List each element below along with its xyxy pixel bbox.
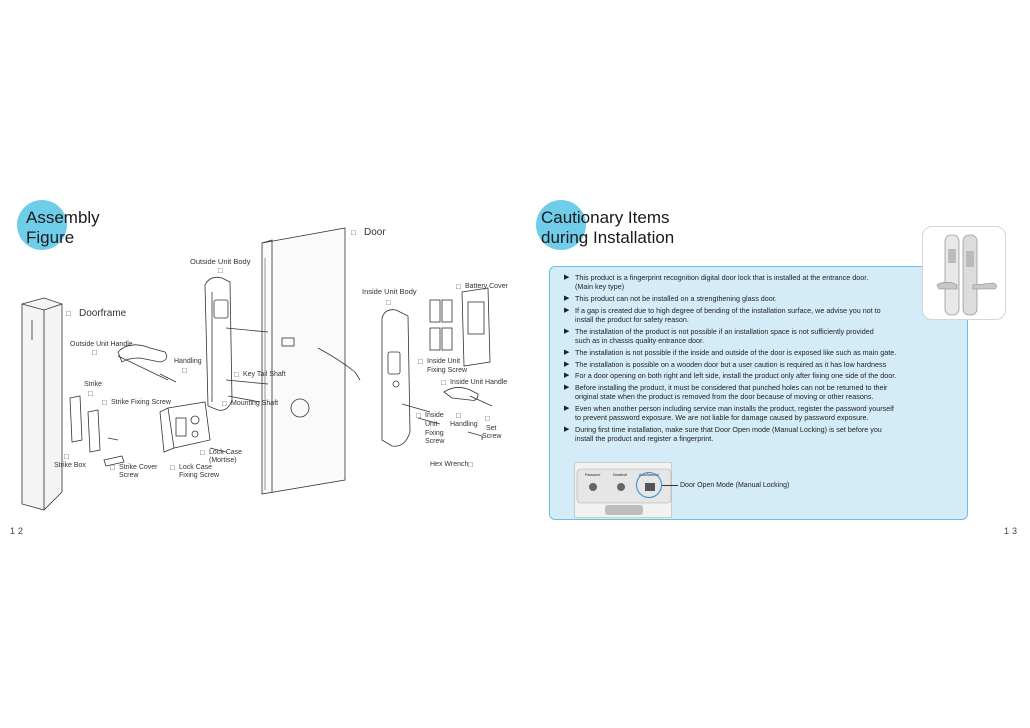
caution-item: ▶During first time installation, make su…	[564, 425, 882, 444]
outside-handle-drawing	[117, 344, 177, 383]
strike-marker: □	[88, 389, 93, 398]
label-lock-case-fixing-screw-1: Lock Case	[179, 464, 213, 471]
label-inside-fixing-4: Screw	[425, 438, 445, 445]
label-outside-unit-body: Outside Unit Body	[190, 257, 251, 266]
label-strike-fixing-screw: Strike Fixing Screw	[111, 399, 171, 406]
cable-drawing	[317, 347, 361, 381]
label-inside-unit-body: Inside Unit Body	[362, 287, 417, 296]
label-handling-left: Handling	[174, 358, 202, 365]
assembly-title-line2: Figure	[26, 228, 75, 247]
label-inside-unit-handle: Inside Unit Handle	[450, 379, 508, 386]
battery-cover-marker: □	[456, 282, 461, 291]
door-open-mode-highlight-circle	[636, 472, 662, 498]
inside-fixing-marker: □	[416, 411, 421, 420]
lock-case-fixing-screw-marker: □	[170, 463, 175, 472]
set-screw-marker: □	[485, 414, 490, 423]
lock-case-drawing	[159, 401, 211, 453]
label-mounting-shaft: Mounting Shaft	[231, 400, 279, 407]
door-marker: □	[351, 228, 356, 237]
label-hex-wrench: Hex Wrench	[430, 461, 469, 468]
label-strike-cover-screw-2: Screw	[119, 472, 139, 479]
cautionary-title-line1: Cautionary Items	[541, 208, 670, 227]
label-strike-cover-screw-1: Strike Cover	[119, 464, 158, 471]
inside-handle-drawing	[443, 387, 493, 407]
panel-label-password: Password	[585, 473, 601, 477]
battery-cover-drawing	[429, 287, 491, 367]
inside-unit-body-marker: □	[386, 298, 391, 307]
outside-unit-handle-marker: □	[92, 348, 97, 357]
strike-drawing	[69, 395, 119, 453]
door-lock-illustration	[936, 234, 997, 316]
handling-right-marker: □	[456, 411, 461, 420]
label-inside-unit-fixing-screw-1: Inside Unit	[427, 358, 461, 365]
door-open-mode-label: Door Open Mode (Manual Locking)	[680, 482, 790, 489]
label-battery-cover: Battery Cover	[465, 283, 508, 290]
caution-item: ▶The installation of the product is not …	[564, 326, 874, 345]
inside-unit-handle-marker: □	[441, 378, 446, 387]
label-doorframe: Doorframe	[79, 308, 127, 319]
label-lock-case-1: Lock Case	[209, 449, 243, 456]
hex-wrench-marker: □	[468, 460, 473, 469]
outside-unit-body-marker: □	[218, 266, 223, 275]
label-inside-unit-fixing-screw-2: Fixing Screw	[427, 367, 468, 374]
label-strike: Strike	[84, 381, 102, 388]
label-inside-fixing-2: Unit	[425, 421, 438, 428]
caution-item: ▶If a gap is created due to high degree …	[564, 305, 881, 324]
page-number-right: 13	[1004, 526, 1021, 536]
label-door: Door	[364, 227, 386, 238]
mounting-shaft-marker: □	[222, 399, 227, 408]
inside-unit-fixing-screw-marker: □	[418, 357, 423, 366]
caution-item: ▶The installation is possible on a woode…	[564, 359, 887, 369]
doorframe-marker: □	[66, 309, 71, 318]
caution-list: ▶This product is a fingerprint recogniti…	[564, 273, 944, 446]
label-key-tail-shaft: Key Tail Shaft	[243, 371, 286, 378]
handling-left-marker: □	[182, 366, 187, 375]
caution-item: ▶This product is a fingerprint recogniti…	[564, 273, 869, 292]
strike-fixing-screw-marker: □	[102, 398, 107, 407]
door-drawing	[261, 227, 346, 495]
product-photo	[922, 226, 1006, 320]
page-number-left: 12	[10, 526, 27, 536]
caution-item: ▶Even when another person including serv…	[564, 404, 894, 423]
caution-item: ▶Before installing the product, it must …	[564, 383, 888, 402]
caution-item: ▶This product can not be installed on a …	[564, 294, 777, 303]
title-accent-circle-right	[536, 200, 586, 250]
label-set-screw-2: Screw	[482, 433, 502, 440]
outside-unit-body-drawing	[204, 276, 269, 411]
key-tail-shaft-marker: □	[234, 370, 239, 379]
label-strike-box: Strike Box	[54, 462, 86, 469]
strike-box-marker: □	[64, 452, 69, 461]
panel-label-deadbolt: Deadbolt	[613, 473, 628, 477]
door-open-mode-leader-line	[662, 485, 678, 486]
lock-case-marker: □	[200, 448, 205, 457]
strike-cover-screw-marker: □	[110, 463, 115, 472]
label-inside-fixing-3: Fixing	[425, 430, 444, 437]
caution-item: ▶For a door opening on both right and le…	[564, 371, 897, 381]
label-set-screw-1: Set	[486, 425, 497, 432]
assembly-title-line1: Assembly	[26, 208, 100, 227]
inside-unit-body-drawing	[381, 309, 411, 447]
label-inside-fixing-1: Inside	[425, 412, 444, 419]
cautionary-title-line2: during Installation	[541, 228, 675, 247]
label-handling-right: Handling	[450, 421, 478, 428]
label-outside-unit-handle: Outside Unit Handle	[70, 341, 133, 348]
title-accent-circle	[17, 200, 67, 250]
label-lock-case-fixing-screw-2: Fixing Screw	[179, 472, 220, 479]
doorframe-drawing	[21, 297, 63, 511]
label-lock-case-2: (Mortise)	[209, 457, 237, 464]
caution-item: ▶The installation is not possible if the…	[564, 347, 897, 357]
